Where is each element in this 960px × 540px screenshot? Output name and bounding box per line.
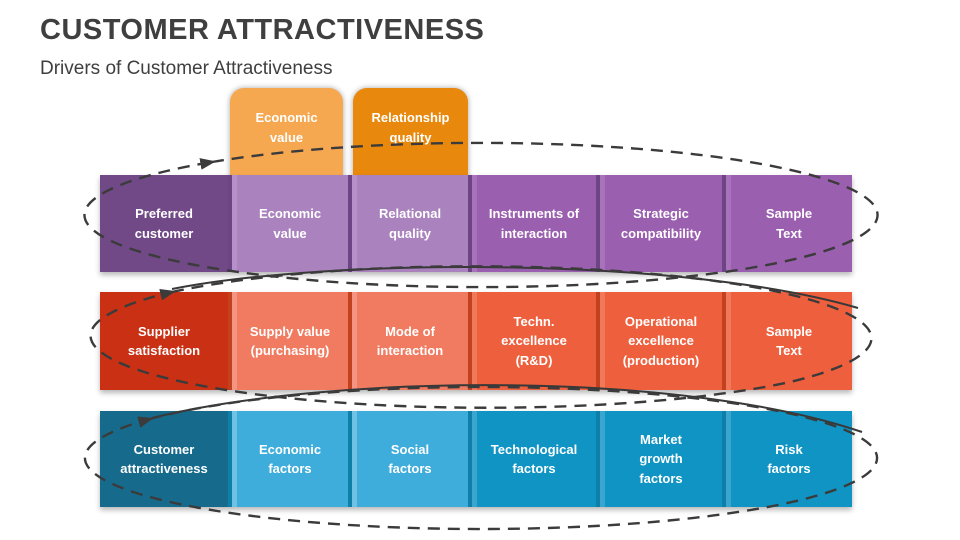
page-title: CUSTOMER ATTRACTIVENESS	[40, 14, 485, 46]
row-item-cell: Techn. excellence (R&D)	[468, 292, 596, 390]
page-subtitle: Drivers of Customer Attractiveness	[40, 58, 333, 79]
row-item-cell: Risk factors	[722, 411, 852, 507]
row-item-cell: Relational quality	[348, 175, 468, 272]
row-item-cell: Sample Text	[722, 292, 852, 390]
row-customer-attractiveness: Customer attractiveness Economic factors…	[100, 411, 852, 507]
row-preferred-customer: Preferred customer Economic value Relati…	[100, 175, 852, 272]
row-item-cell: Strategic compatibility	[596, 175, 722, 272]
row-item-cell: Technological factors	[468, 411, 596, 507]
row-item-cell: Economic value	[228, 175, 348, 272]
row-header-cell: Supplier satisfaction	[100, 292, 228, 390]
row-item-cell: Mode of interaction	[348, 292, 468, 390]
row-item-cell: Economic factors	[228, 411, 348, 507]
row-header-cell: Customer attractiveness	[100, 411, 228, 507]
row-item-cell: Instruments of interaction	[468, 175, 596, 272]
row-item-cell: Market growth factors	[596, 411, 722, 507]
row-supplier-satisfaction: Supplier satisfaction Supply value (purc…	[100, 292, 852, 390]
row-item-cell: Operational excellence (production)	[596, 292, 722, 390]
row-item-cell: Supply value (purchasing)	[228, 292, 348, 390]
row-header-cell: Preferred customer	[100, 175, 228, 272]
row-item-cell: Sample Text	[722, 175, 852, 272]
row-item-cell: Social factors	[348, 411, 468, 507]
tab-relationship-quality: Relationship quality	[353, 88, 468, 180]
tab-economic-value: Economic value	[230, 88, 343, 180]
